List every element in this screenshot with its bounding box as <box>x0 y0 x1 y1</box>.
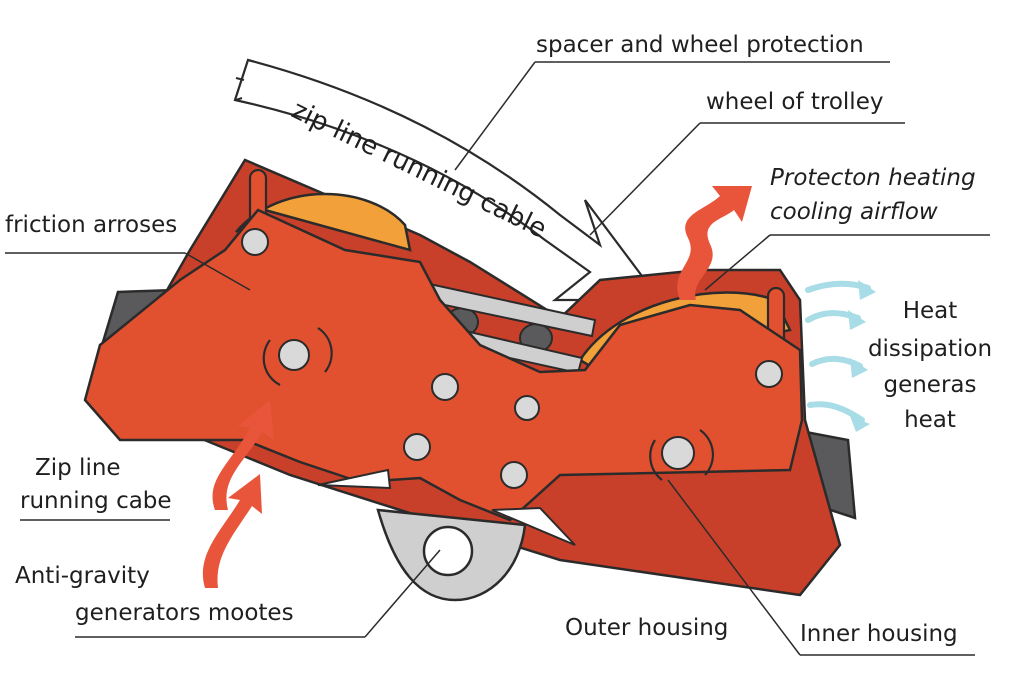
label-spacer-wheel-protection: spacer and wheel protection <box>536 32 864 58</box>
label-friction: friction arroses <box>5 212 178 238</box>
airflow-arrows <box>805 280 871 423</box>
label-wheel-of-trolley: wheel of trolley <box>706 89 884 115</box>
lower-slot-right <box>491 506 576 546</box>
lower-slot-left <box>317 468 392 490</box>
front-housing-plate <box>83 208 804 522</box>
label-zipline-2: running cabe <box>20 488 172 514</box>
label-antigravity-2: generators mootes <box>75 600 294 626</box>
label-heat-dissipation-2: dissipation <box>867 336 993 362</box>
rotation-marks <box>262 327 715 481</box>
label-heat-dissipation-3: generas <box>883 372 977 398</box>
label-zipline-1: Zip line <box>35 455 121 481</box>
label-antigravity-1: Anti-gravity <box>15 563 150 589</box>
housing-bolts <box>241 228 783 489</box>
hanging-loop <box>376 508 527 602</box>
label-heat-dissipation-1: Heat <box>902 298 958 324</box>
label-heat-dissipation-4: heat <box>904 407 956 433</box>
airflow-arrowheads <box>848 280 876 432</box>
label-inner-housing: Inner housing <box>800 621 958 647</box>
label-protection-heating-2: cooling airflow <box>770 199 938 225</box>
label-protection-heating-1: Protecton heating <box>770 165 976 191</box>
label-outer-housing: Outer housing <box>565 615 729 641</box>
heat-arrows <box>202 186 752 588</box>
leader-lines <box>5 61 990 656</box>
